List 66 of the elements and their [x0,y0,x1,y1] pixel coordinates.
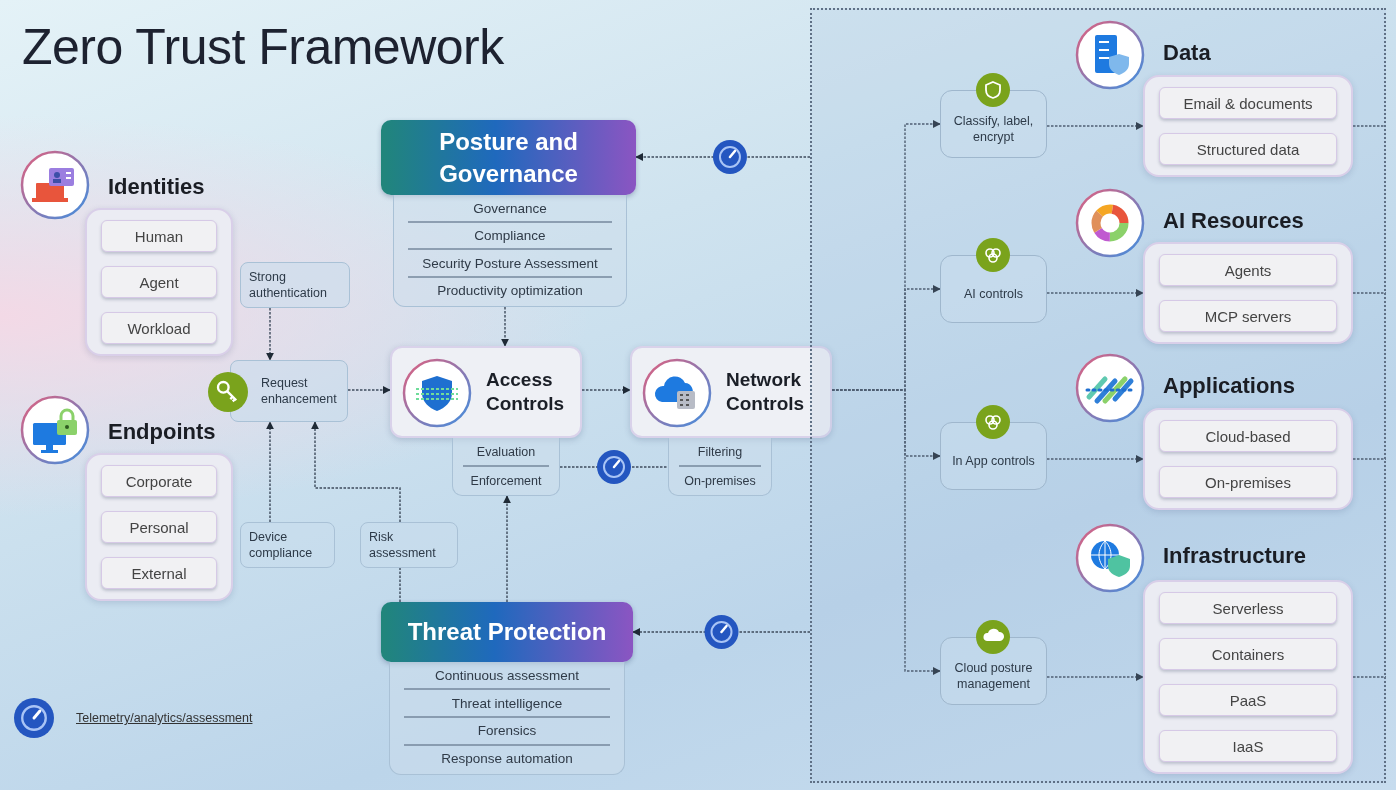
category-item: Serverless [1159,592,1337,624]
connector-arrow [1046,122,1144,130]
connector-arrow [1046,673,1144,681]
connector-arrow [1046,455,1144,463]
connector-arrow [581,386,631,394]
step-box: Risk assessment [360,522,458,568]
category-item: Email & documents [1159,87,1337,119]
detail-text: Enforcement [469,473,543,488]
group-heading: Applications [1163,373,1295,399]
control-label: Cloud posture management [953,659,1034,693]
control-label: In App controls [952,452,1035,470]
pillar-header: Posture and Governance [381,120,636,195]
list-item-text: Governance [472,199,548,218]
step-box: Device compliance [240,522,335,568]
list-item-text: Continuous assessment [433,666,581,685]
category-item: Workload [101,312,217,344]
list-item-text: Forensics [476,722,538,741]
category-item: Agents [1159,254,1337,286]
list-item-text: Threat intelligence [450,694,564,713]
connector-arrow [501,306,509,347]
connector-arrow [347,386,391,394]
category-item: Cloud-based [1159,420,1337,452]
list-item-text: Response automation [440,750,574,769]
group-heading: AI Resources [1163,208,1304,234]
connector-arrow [632,628,811,636]
dashed-frame [810,8,1386,783]
connector-arrow [311,421,401,523]
group-heading: Identities [108,174,205,200]
control-title: Access Controls [486,368,566,416]
group-heading: Data [1163,40,1211,66]
control-card [390,346,582,438]
control-card [630,346,832,438]
category-item: Human [101,220,217,252]
category-item: Personal [101,511,217,543]
category-item: Agent [101,266,217,298]
category-item: External [101,557,217,589]
legend-text: Telemetry/analytics/assessment [76,711,253,725]
pillar-header: Threat Protection [381,602,633,662]
detail-text: On-premises [683,473,757,488]
group-heading: Endpoints [108,419,216,445]
group-heading: Infrastructure [1163,543,1307,569]
list-item-text: Security Posture Assessment [421,254,599,273]
detail-text: Filtering [696,445,744,460]
list-item-text: Productivity optimization [436,282,584,301]
connector-arrow [1046,289,1144,297]
control-label: AI controls [963,285,1024,303]
control-label: Classify, label, encrypt [952,112,1035,146]
connector-arrow [635,153,811,161]
list-item-text: Compliance [473,227,547,246]
category-item: IaaS [1159,730,1337,762]
category-item: On-premises [1159,466,1337,498]
diagram-title: Zero Trust Framework [22,18,504,76]
connector-arrow [266,307,274,361]
connector-arrow [831,389,941,675]
detail-panel [668,438,772,496]
connector-arrow [266,421,274,523]
category-item: PaaS [1159,684,1337,716]
connector-arrow [503,495,511,603]
category-item: Structured data [1159,133,1337,165]
step-box: Strong authentication [240,262,350,308]
category-item: MCP servers [1159,300,1337,332]
detail-panel [452,438,560,496]
detail-text: Evaluation [475,445,537,460]
category-item: Corporate [101,465,217,497]
category-item: Containers [1159,638,1337,670]
control-title: Network Controls [726,368,806,416]
